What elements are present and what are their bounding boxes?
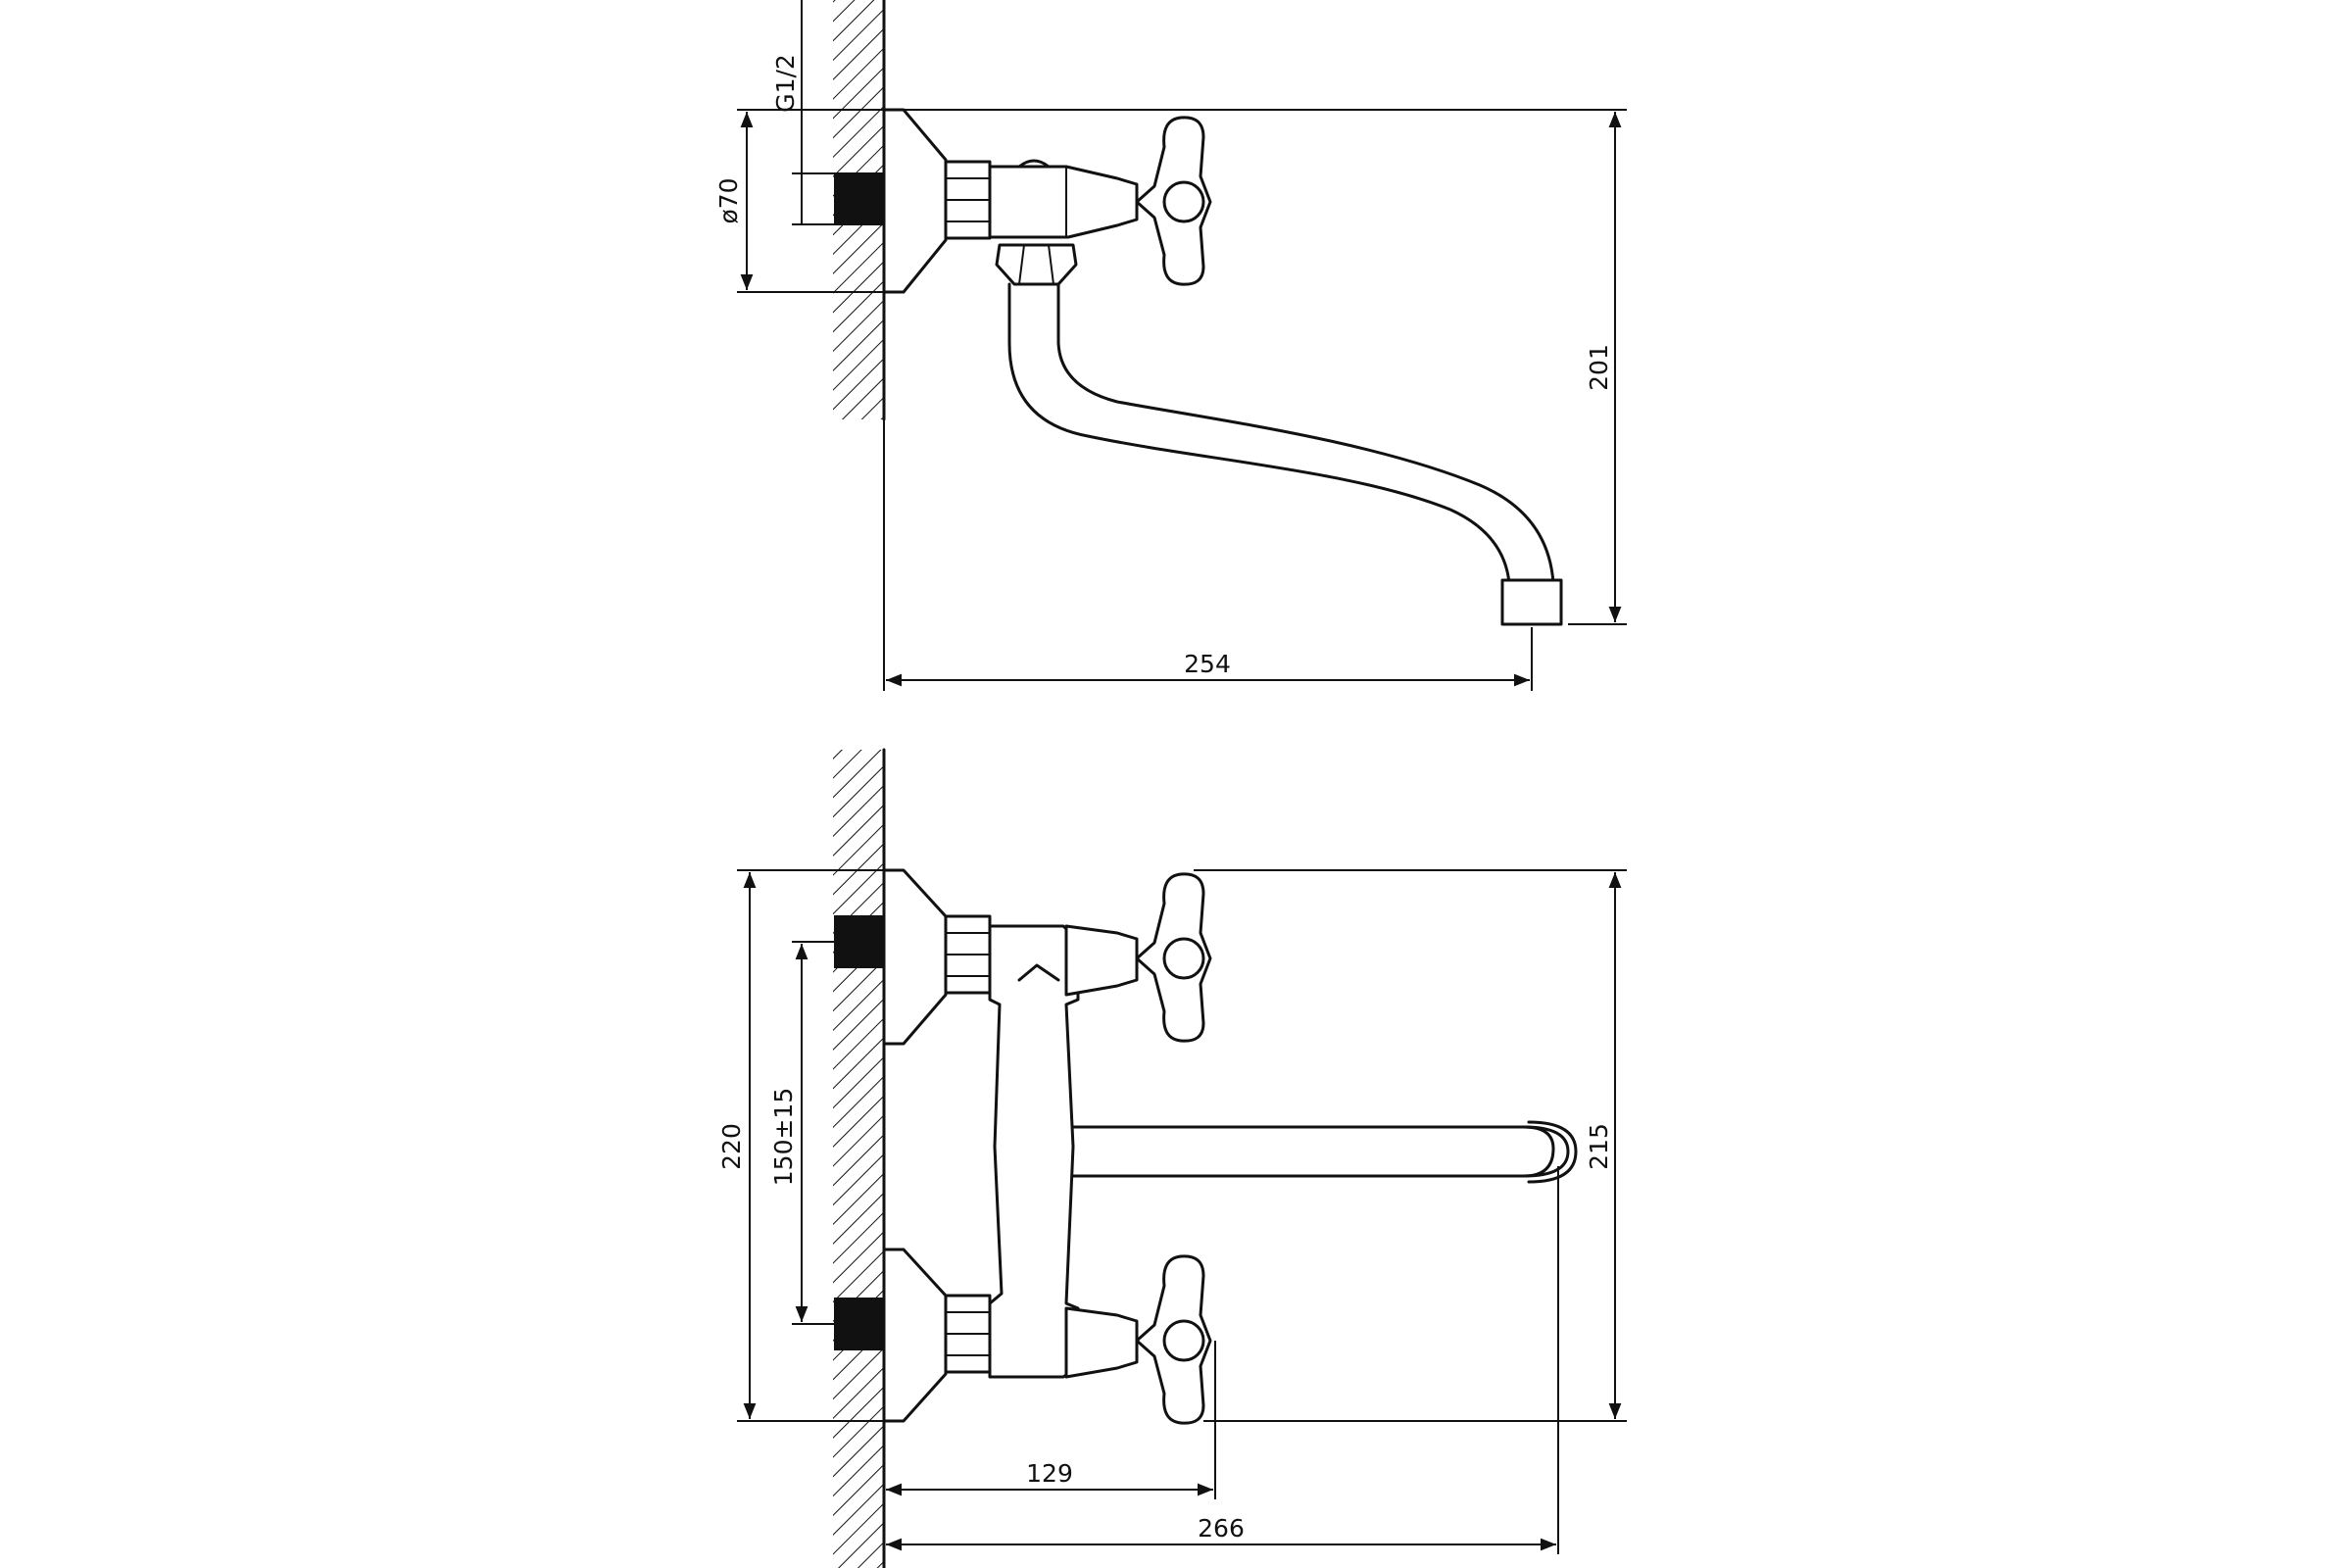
wall-flange-side [882,108,948,294]
front-view: 220 150±15 215 129 266 [717,748,1627,1568]
dim-total-reach-label: 266 [1198,1514,1245,1543]
cross-handle-side [1135,116,1212,286]
aerator-side [1500,578,1563,626]
dim-height-side-label: 201 [1585,344,1613,391]
inlet-thread-upper [834,915,885,968]
mixer-body-front-outline [1017,963,1060,982]
straight-spout-front [1071,1120,1578,1184]
dim-flange-diameter-label: ø70 [714,177,743,223]
dim-thread-label: G1/2 [771,54,800,113]
valve-body-lower [1064,1306,1139,1379]
spout-nut-side [995,243,1078,286]
s-spout-side [1007,282,1555,585]
wall-flange-upper [882,868,948,1046]
cross-handle-upper [1135,872,1212,1043]
dim-reach-label: 254 [1184,650,1231,678]
cross-handle-lower [1135,1254,1212,1425]
dim-height-front-label: 220 [717,1123,746,1170]
valve-body-side [988,165,1139,239]
top-screw-side [1017,159,1051,169]
dims-front [737,869,1627,1554]
dim-center-distance-label: 150±15 [769,1088,798,1186]
hex-nut-side [944,160,992,240]
wall-front [833,748,886,1568]
wall-flange-lower [882,1248,948,1423]
inlet-thread-lower [834,1298,885,1350]
inlet-thread-side [834,172,885,225]
dim-spout-height-label: 215 [1585,1123,1613,1170]
dim-handle-offset-label: 129 [1026,1459,1073,1488]
hex-nut-upper [944,914,992,995]
hex-nut-lower [944,1294,992,1374]
side-view: G1/2 ø70 201 254 [714,0,1627,691]
dims-side [737,0,1627,691]
valve-body-upper [1064,924,1139,997]
